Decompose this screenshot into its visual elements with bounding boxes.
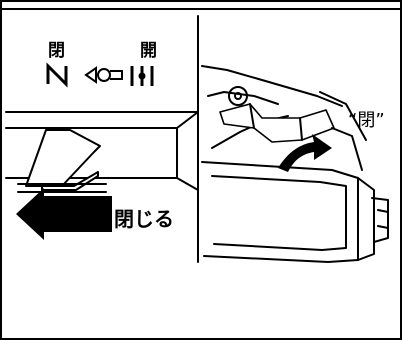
appliance-illustration <box>202 66 388 262</box>
callout-label: “閉” <box>348 106 385 132</box>
label-open: 開 <box>140 36 157 61</box>
left-arrow-icon <box>16 188 112 240</box>
arrow-label-close: 閉じる <box>114 203 174 232</box>
label-closed: 閉 <box>48 36 65 61</box>
key-direction-icon <box>86 68 122 82</box>
open-symbol-icon <box>132 66 152 86</box>
close-symbol-icon <box>48 66 66 84</box>
